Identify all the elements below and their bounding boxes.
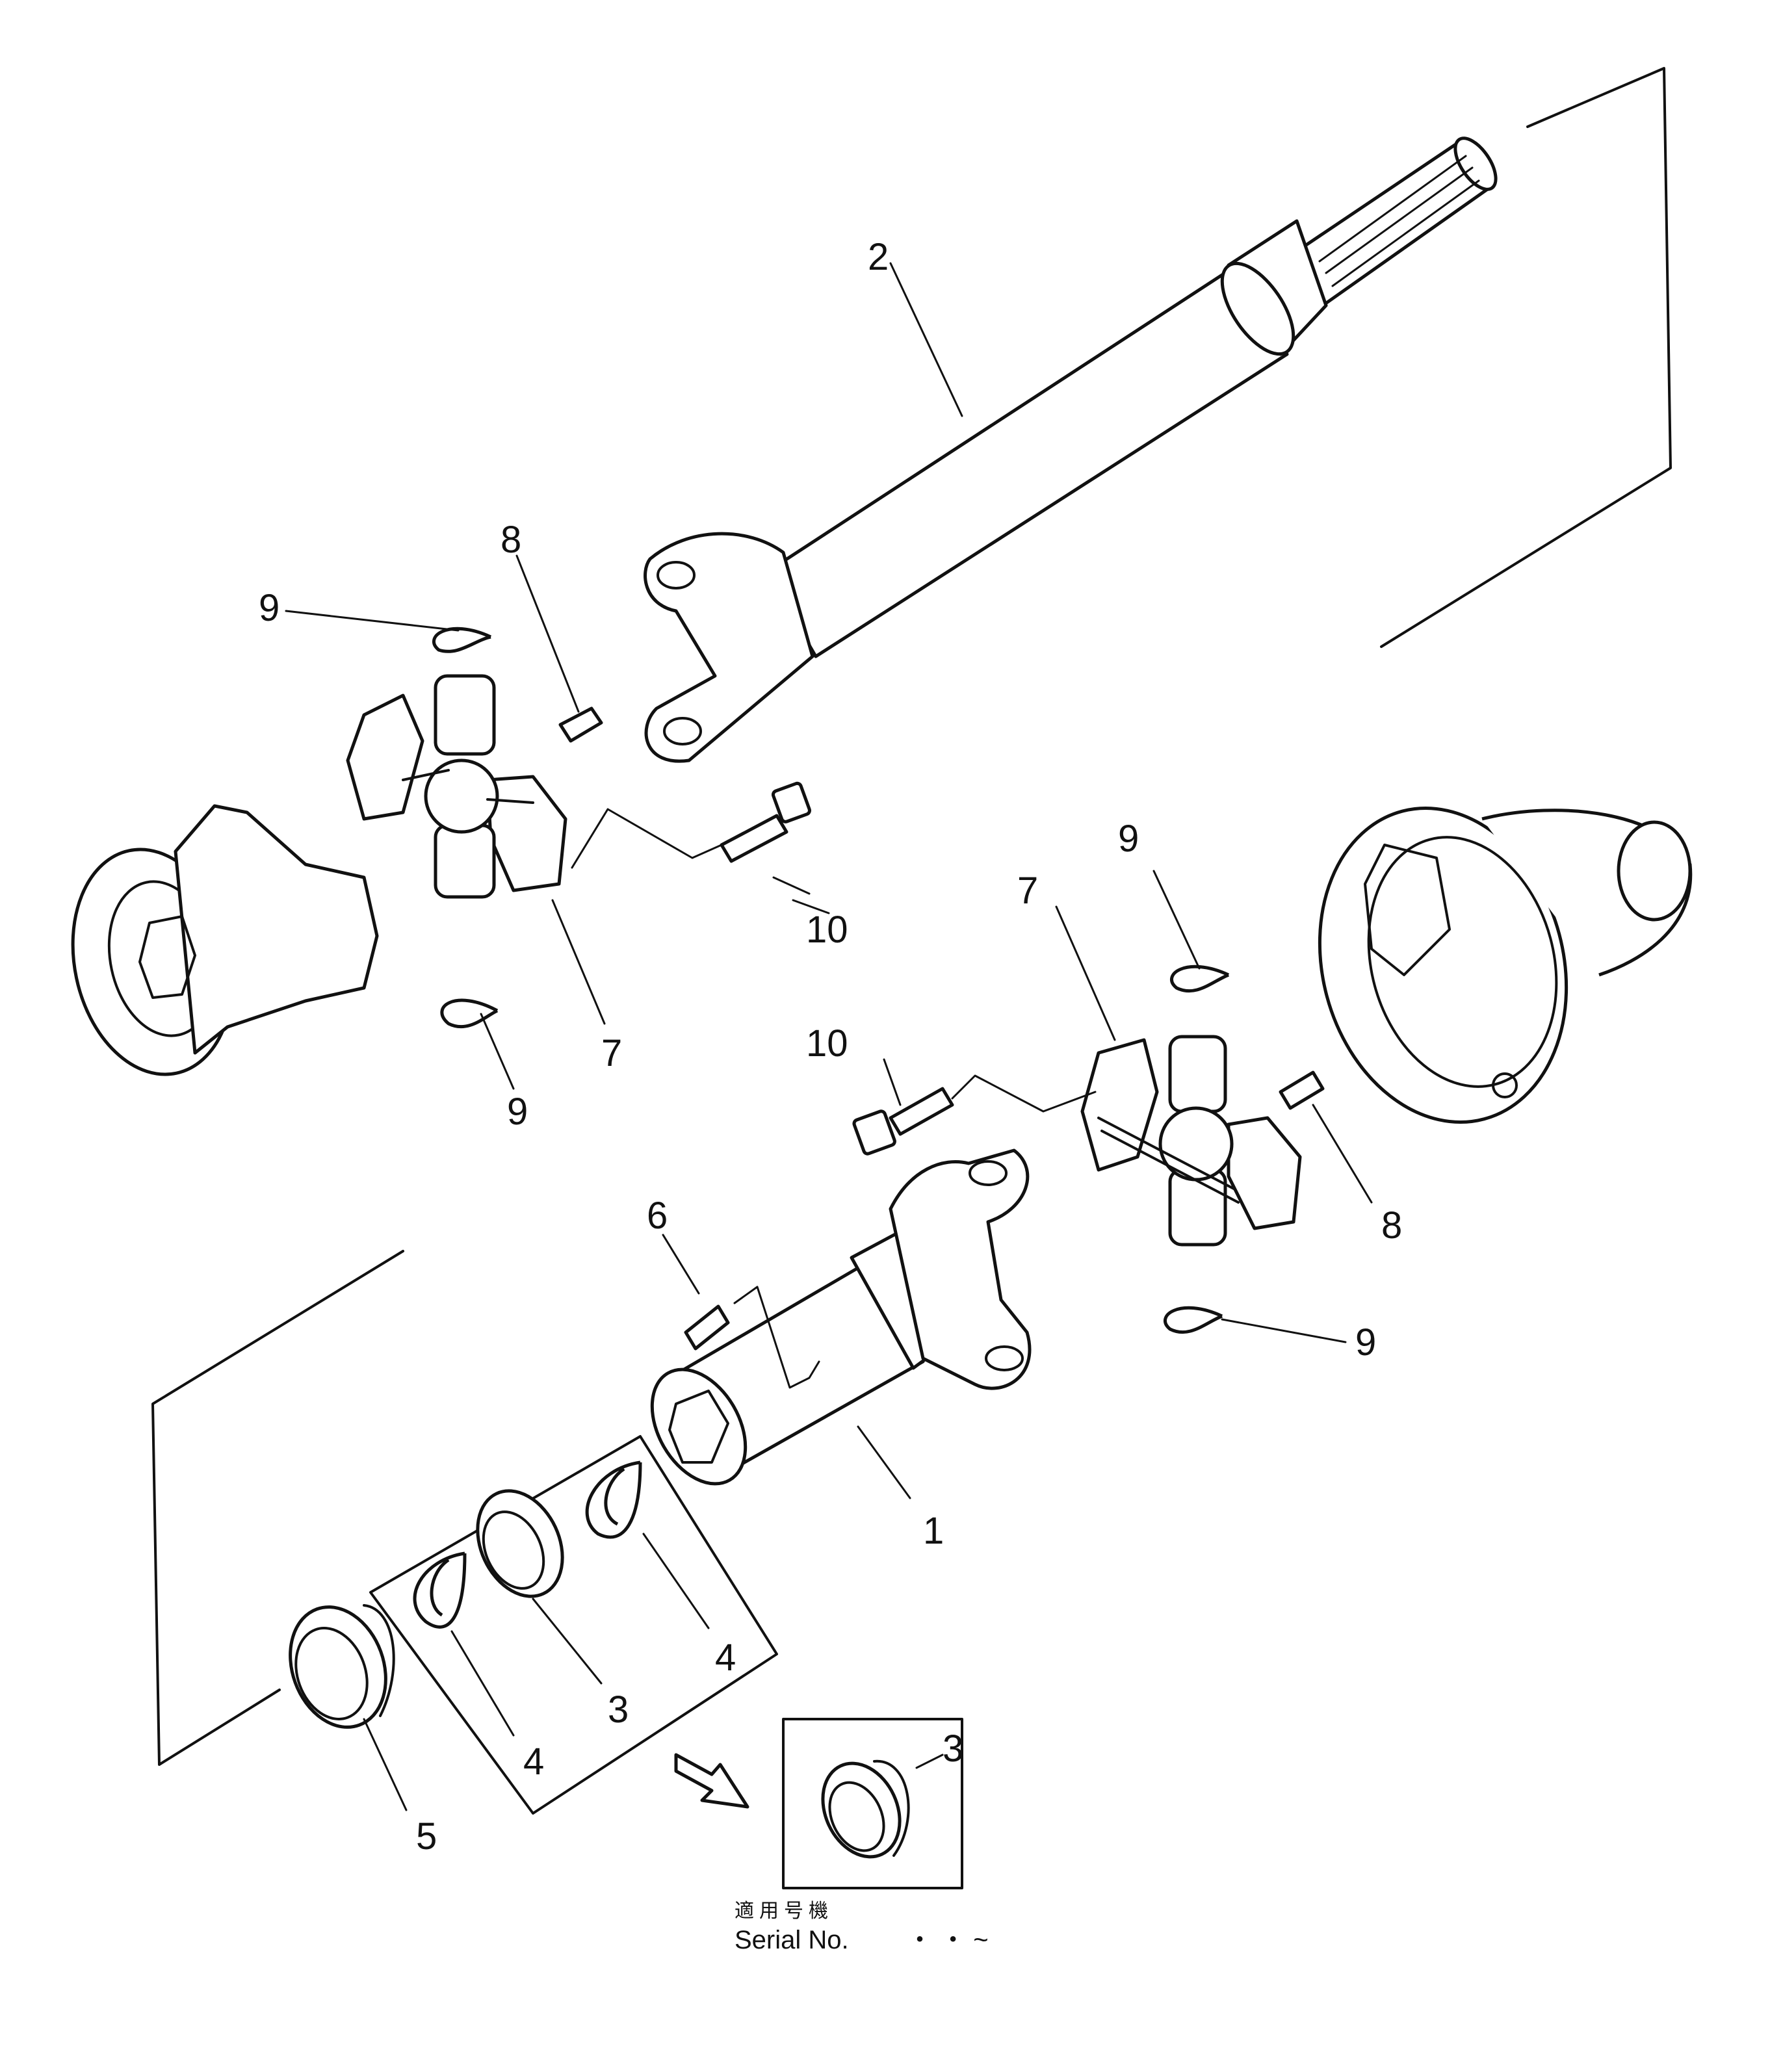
universal-joint-left bbox=[346, 674, 567, 899]
callout-fitting-right: 8 bbox=[1381, 1204, 1402, 1247]
bolt-top bbox=[720, 781, 811, 863]
callout-ring-b: 4 bbox=[523, 1741, 544, 1783]
callout-bolt-right: 10 bbox=[806, 1022, 848, 1065]
snap-ring-left-bottom bbox=[440, 998, 499, 1029]
assembly-bracket-bottom bbox=[151, 1250, 404, 1766]
snap-ring-box-lower bbox=[413, 1551, 467, 1629]
leader-lines bbox=[285, 262, 1373, 1811]
serial-label: Serial No. bbox=[735, 1926, 849, 1954]
serial-range: ・ ・ ~ bbox=[907, 1926, 989, 1954]
callout-shaft: 2 bbox=[868, 236, 889, 278]
snap-ring-right-bottom bbox=[1164, 1306, 1223, 1334]
callout-ring-right-top: 9 bbox=[1118, 818, 1139, 860]
callout-yoke-sleeve: 1 bbox=[923, 1510, 944, 1552]
bearing-box bbox=[476, 1489, 564, 1598]
snap-ring-top bbox=[432, 627, 492, 653]
callout-fitting-yoke: 6 bbox=[647, 1195, 668, 1237]
snap-ring-right-top bbox=[1170, 965, 1230, 993]
callout-ring-right-bottom: 9 bbox=[1355, 1321, 1376, 1364]
inset-arrow bbox=[674, 1753, 749, 1809]
callout-bolt-top: 10 bbox=[806, 909, 848, 951]
universal-joint-right bbox=[1080, 1035, 1302, 1247]
callout-cross-left: 7 bbox=[601, 1032, 622, 1074]
callout-ring-a: 4 bbox=[715, 1637, 736, 1679]
grease-fitting-top bbox=[558, 706, 603, 743]
bolt-right-path bbox=[951, 1074, 1097, 1113]
snap-ring-box-upper bbox=[585, 1460, 642, 1539]
callout-seal: 5 bbox=[416, 1815, 437, 1858]
drive-shaft bbox=[644, 136, 1498, 763]
callout-fitting-top: 8 bbox=[501, 519, 521, 561]
group-box bbox=[369, 1435, 778, 1815]
inset-bearing bbox=[821, 1759, 910, 1859]
grease-fitting-right bbox=[1279, 1070, 1325, 1110]
bolt-top-path bbox=[571, 808, 723, 869]
callout-ring-left-bottom: 9 bbox=[507, 1091, 528, 1133]
callout-inset-bearing: 3 bbox=[943, 1728, 963, 1770]
flange-right bbox=[1318, 807, 1693, 1124]
grease-fitting-yoke bbox=[684, 1286, 820, 1389]
slip-yoke bbox=[650, 1148, 1032, 1486]
seal bbox=[289, 1604, 395, 1729]
serial-japanese: 適用号機 bbox=[735, 1900, 833, 1923]
callout-bearing: 3 bbox=[608, 1689, 629, 1731]
callout-cross-right: 7 bbox=[1017, 870, 1038, 912]
callout-ring-top: 9 bbox=[259, 587, 280, 629]
inset-box bbox=[782, 1718, 963, 1889]
assembly-bracket-top bbox=[1380, 67, 1672, 648]
flange-yoke-left bbox=[71, 804, 379, 1076]
bolt-right bbox=[852, 1087, 954, 1156]
